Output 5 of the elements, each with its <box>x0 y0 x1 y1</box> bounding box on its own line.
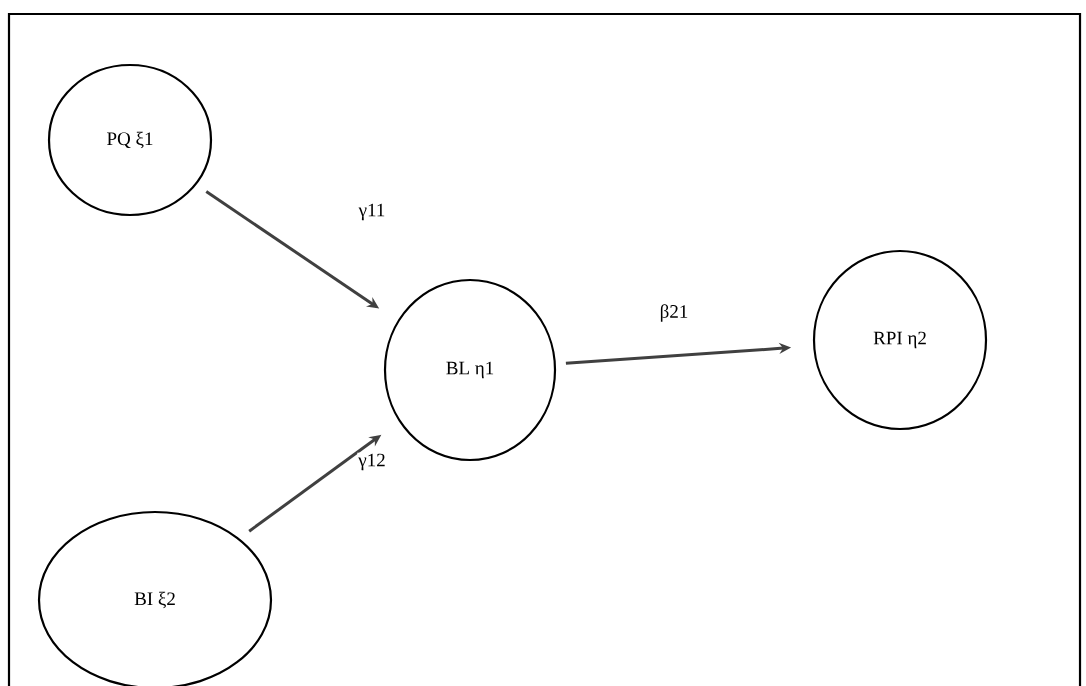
edge-label: γ11 <box>357 202 387 222</box>
edge-label: γ12 <box>357 452 387 472</box>
ellipse-node: RPI η2 <box>812 249 988 431</box>
edge-label: β21 <box>658 303 690 323</box>
ellipse-node: PQ ξ1 <box>47 63 213 217</box>
